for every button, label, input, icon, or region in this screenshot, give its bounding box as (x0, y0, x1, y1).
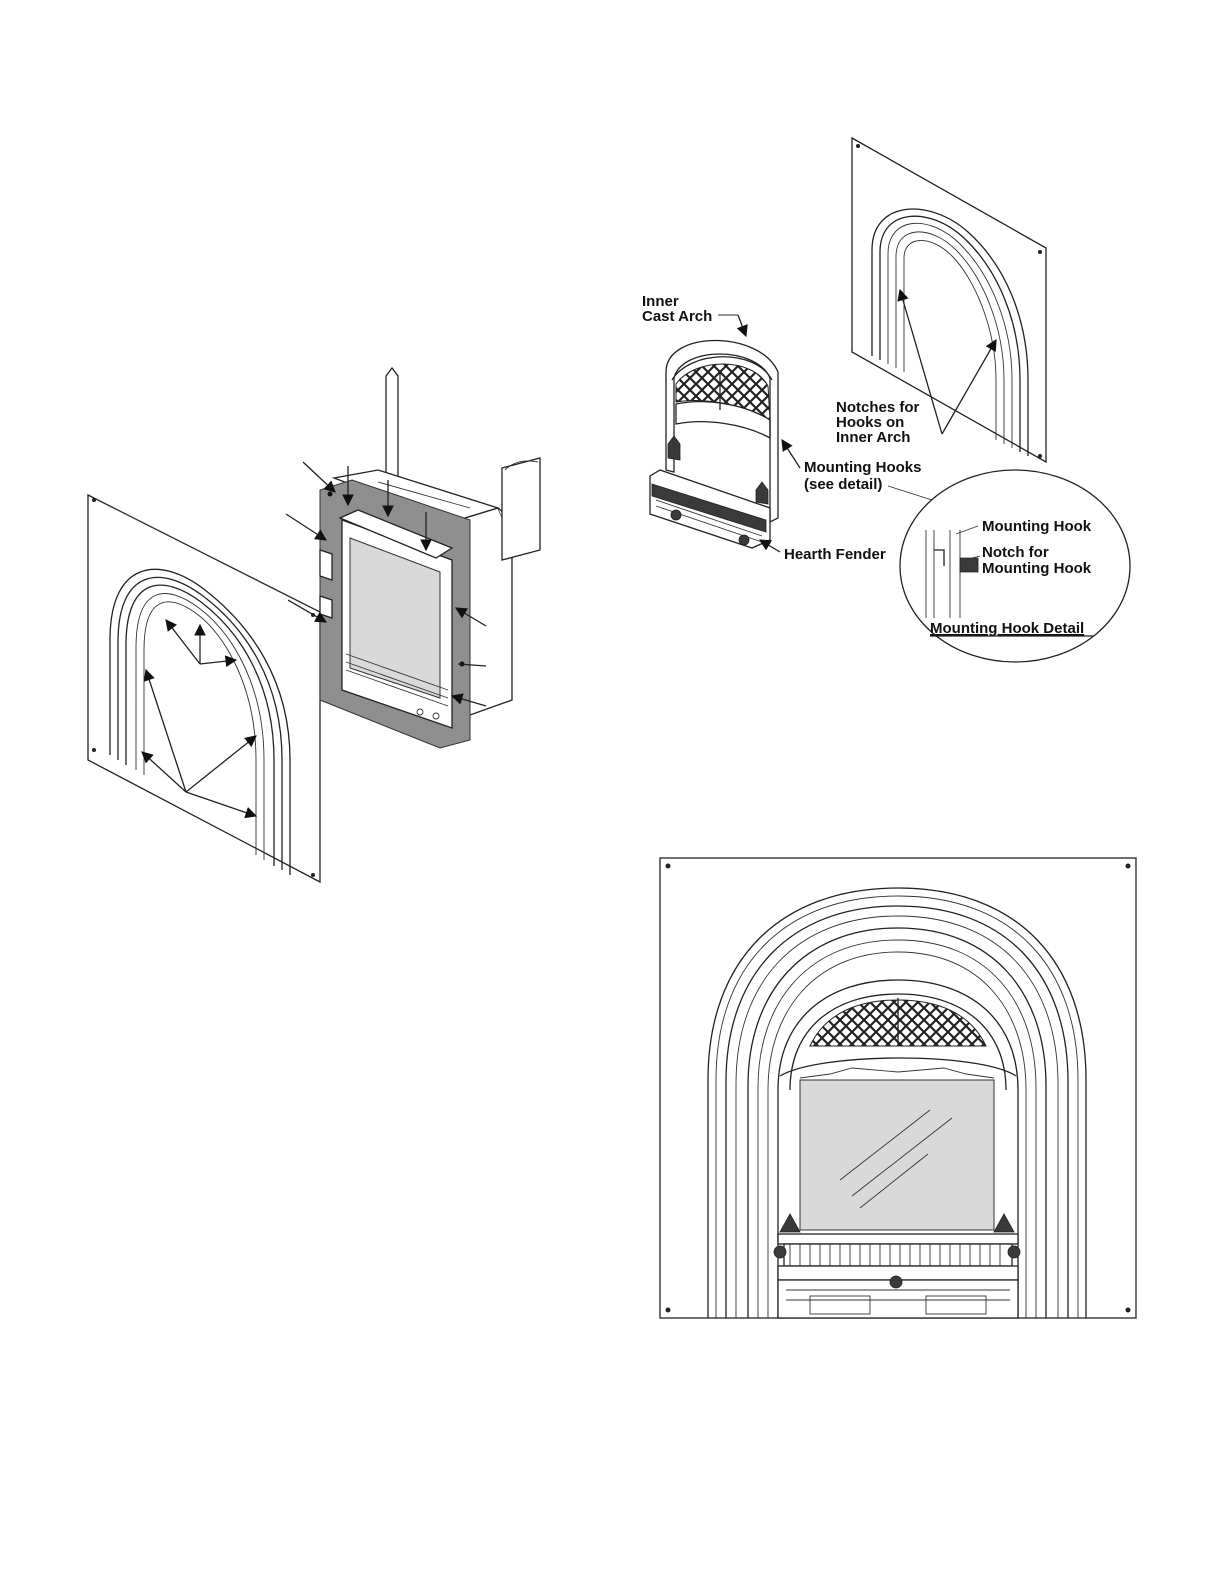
mounting-hook-detail: Mounting Hook Notch for Mounting Hook Mo… (900, 470, 1130, 662)
label-mounting-hooks-line2: (see detail) (804, 476, 882, 493)
label-notches-line3: Inner Arch (836, 429, 910, 446)
arrow-inner-cast-arch (738, 315, 746, 336)
inner-arch-assembly: Inner Cast Arch Notches for Hooks on Inn… (642, 138, 1130, 662)
hearth-fender (650, 436, 770, 548)
label-detail-mounting-hook: Mounting Hook (982, 518, 1092, 535)
assembled-front-view (660, 858, 1136, 1318)
exploded-view-left (88, 368, 540, 882)
arrow-mounting-hooks (782, 440, 800, 468)
label-detail-title: Mounting Hook Detail (930, 620, 1084, 637)
label-detail-notch-line2: Mounting Hook (982, 560, 1092, 577)
firebox-unit (320, 368, 540, 748)
surround-panel-left (88, 495, 320, 882)
label-mounting-hooks-line1: Mounting Hooks (804, 459, 921, 476)
label-hearth-fender: Hearth Fender (784, 546, 886, 563)
label-inner-line2: Cast Arch (642, 308, 712, 325)
leader-see-detail (888, 486, 932, 500)
label-detail-notch-line1: Notch for (982, 544, 1049, 561)
arrow-hearth-fender (760, 540, 780, 552)
